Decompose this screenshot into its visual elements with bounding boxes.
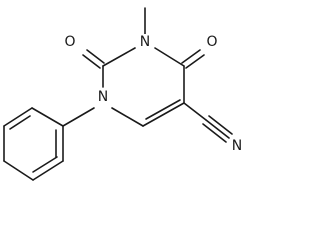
bond-c2-o-a bbox=[86, 49, 105, 64]
atom-o-top-right: O bbox=[205, 34, 219, 50]
bond-n1-phenyl bbox=[62, 107, 95, 127]
atom-label-n-top: N bbox=[140, 34, 150, 50]
atom-label-n-nitrile: N bbox=[232, 138, 242, 154]
atom-label-n-left: N bbox=[98, 89, 108, 105]
bond-cn-triple-a bbox=[205, 119, 230, 139]
bond-c2-o-b bbox=[82, 54, 101, 69]
atom-o-top-left: O bbox=[63, 34, 77, 50]
bond-ph-5 bbox=[32, 160, 64, 181]
bond-c4-o-a bbox=[181, 49, 201, 64]
bond-ph-2 bbox=[3, 107, 33, 127]
bond-n3-c4 bbox=[154, 47, 185, 67]
atom-label-o-top-right: O bbox=[206, 34, 217, 50]
bond-n3-c2 bbox=[102, 47, 136, 67]
atom-label-o-top-left: O bbox=[64, 34, 75, 50]
bond-ph-inner-2 bbox=[32, 156, 58, 173]
bond-ph-inner-1 bbox=[9, 115, 31, 130]
bond-c5-cn bbox=[183, 102, 207, 121]
atom-labels: O N O N N bbox=[63, 34, 244, 154]
atom-n-top: N bbox=[138, 34, 152, 50]
bond-c6-c5-a bbox=[142, 102, 185, 127]
chemical-structure-diagram: O N O N N bbox=[3, 7, 244, 181]
bonds bbox=[3, 7, 233, 181]
atom-n-nitrile: N bbox=[230, 138, 244, 154]
bond-cn-triple-c bbox=[202, 123, 227, 143]
bond-cn-triple-b bbox=[208, 115, 233, 135]
bond-c4-o-b bbox=[185, 54, 205, 69]
bond-ph-1 bbox=[31, 107, 64, 127]
bond-ph-4 bbox=[3, 160, 34, 181]
bond-c6-c5-b bbox=[145, 99, 181, 120]
bond-n1-c6 bbox=[111, 107, 144, 127]
atom-n-left: N bbox=[96, 89, 110, 105]
